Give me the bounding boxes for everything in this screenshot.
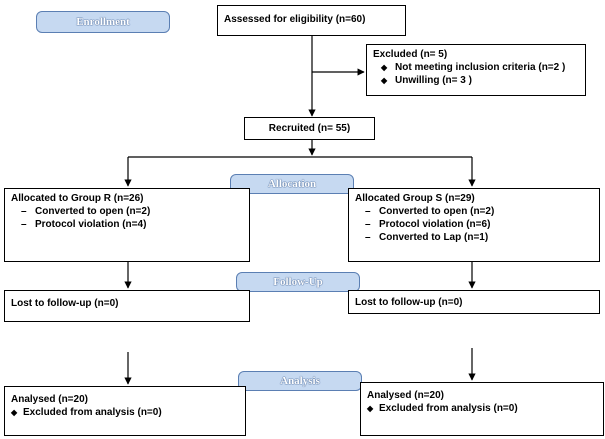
group-s-item: Protocol violation (n=6) [355,218,593,231]
stage-analysis: Analysis [238,371,362,391]
group-s-item: Converted to open (n=2) [355,205,593,218]
group-r-allocated-title: Allocated to Group R (n=26) [11,193,144,204]
group-r-analysed-list: Excluded from analysis (n=0) [11,406,239,419]
excluded-box: Excluded (n= 5) Not meeting inclusion cr… [366,44,586,96]
group-s-item: Converted to Lap (n=1) [355,231,593,244]
group-r-item: Protocol violation (n=4) [11,218,243,231]
stage-enrollment: Enrollment [36,11,170,33]
stage-follow-up: Follow-Up [236,272,360,292]
recruited-text: Recruited (n= 55) [268,123,351,134]
excluded-title: Excluded (n= 5) [373,49,448,60]
group-r-lost-box: Lost to follow-up (n=0) [4,290,250,322]
group-s-allocated-title: Allocated Group S (n=29) [355,193,475,204]
group-s-analysed-box: Analysed (n=20) Excluded from analysis (… [360,382,604,436]
group-r-analysed-box: Analysed (n=20) Excluded from analysis (… [4,386,246,436]
group-r-allocated-box: Allocated to Group R (n=26) Converted to… [4,188,250,262]
group-s-allocated-box: Allocated Group S (n=29) Converted to op… [348,188,600,262]
excluded-item: Not meeting inclusion criteria (n=2 ) [373,61,579,74]
group-r-list: Converted to open (n=2) Protocol violati… [11,205,243,231]
group-r-lost-text: Lost to follow-up (n=0) [11,298,119,309]
group-s-excluded-analysis: Excluded from analysis (n=0) [367,402,597,415]
assessed-text: Assessed for eligibility (n=60) [224,14,366,25]
group-s-analysed-list: Excluded from analysis (n=0) [367,402,597,415]
assessed-box: Assessed for eligibility (n=60) [217,5,406,36]
group-s-lost-text: Lost to follow-up (n=0) [355,297,463,308]
group-r-excluded-analysis: Excluded from analysis (n=0) [11,406,239,419]
stage-allocation: Allocation [230,174,354,194]
group-s-list: Converted to open (n=2) Protocol violati… [355,205,593,244]
group-s-lost-box: Lost to follow-up (n=0) [348,290,600,314]
group-r-item: Converted to open (n=2) [11,205,243,218]
recruited-box: Recruited (n= 55) [244,117,375,140]
excluded-item: Unwilling (n= 3 ) [373,74,579,87]
excluded-list: Not meeting inclusion criteria (n=2 ) Un… [373,61,579,87]
group-s-analysed-title: Analysed (n=20) [367,390,444,401]
group-r-analysed-title: Analysed (n=20) [11,394,88,405]
